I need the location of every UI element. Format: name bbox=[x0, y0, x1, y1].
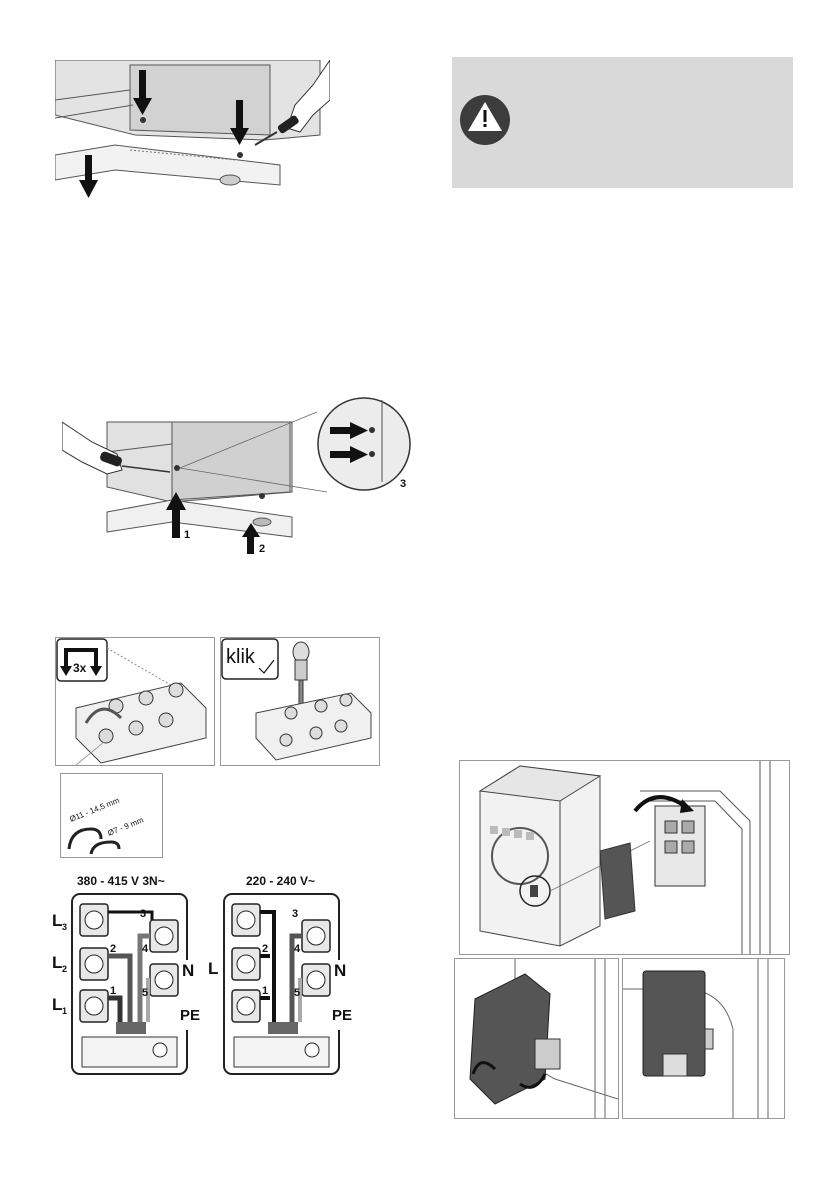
callout-2: 2 bbox=[259, 543, 265, 554]
callout-1: 1 bbox=[184, 529, 190, 541]
figure-cover-fitted bbox=[622, 958, 785, 1119]
arrow-right-icon bbox=[330, 422, 368, 463]
figure-wiring-three-phase: 380 - 415 V 3N~ 3 2 1 4 5 L 3 L 2 L 1 bbox=[52, 872, 192, 1080]
terminal-5: 5 bbox=[142, 987, 148, 999]
rotate-arrow-icon bbox=[519, 1073, 547, 1089]
label-L2-sub: 2 bbox=[62, 964, 67, 974]
bend-label: 3x bbox=[73, 661, 87, 675]
label-L1: L bbox=[52, 995, 62, 1014]
terminal-3: 3 bbox=[140, 908, 146, 920]
curved-arrow-icon bbox=[633, 795, 687, 813]
single-phase-title: 220 - 240 V~ bbox=[246, 874, 315, 888]
label-L3: L bbox=[52, 911, 62, 930]
callout-3: 3 bbox=[400, 478, 406, 490]
terminal-5: 5 bbox=[294, 987, 300, 999]
terminal-2: 2 bbox=[262, 943, 268, 955]
terminal-4: 4 bbox=[294, 943, 301, 955]
check-icon bbox=[258, 659, 275, 674]
label-N: N bbox=[334, 961, 346, 980]
wiring-three-phase-side-labels: N PE bbox=[180, 960, 206, 1030]
label-PE: PE bbox=[332, 1007, 352, 1024]
klik-label: klik bbox=[226, 646, 256, 668]
label-L: L bbox=[208, 959, 218, 978]
label-L2: L bbox=[52, 953, 62, 972]
three-phase-title: 380 - 415 V 3N~ bbox=[77, 874, 165, 888]
terminal-4: 4 bbox=[142, 943, 149, 955]
terminal-2: 2 bbox=[110, 943, 116, 955]
terminal-3: 3 bbox=[292, 908, 298, 920]
figure-wiring-single-phase: 220 - 240 V~ 3 2 1 4 5 L bbox=[208, 872, 348, 1080]
wiring-single-phase-side-labels: N PE bbox=[332, 960, 358, 1030]
label-N: N bbox=[182, 961, 194, 980]
terminal-1: 1 bbox=[262, 985, 268, 997]
warning-box bbox=[452, 57, 793, 188]
figure-attach-cover bbox=[454, 958, 619, 1119]
figure-remove-plinth bbox=[55, 60, 330, 200]
figure-terminal-klik: klik bbox=[220, 637, 380, 766]
figure-rear-cover bbox=[459, 760, 790, 955]
label-L3-sub: 3 bbox=[62, 922, 67, 932]
terminal-1: 1 bbox=[110, 985, 116, 997]
arrow-up-icon bbox=[166, 492, 260, 554]
figure-cable-diameters: Ø11 - 14,5 mm Ø7 - 9 mm bbox=[60, 773, 163, 858]
figure-terminal-bend: 3x bbox=[55, 637, 215, 766]
arrow-down-icon bbox=[79, 70, 249, 198]
label-L1-sub: 1 bbox=[62, 1006, 67, 1016]
figure-refit-plinth: 1 2 3 bbox=[62, 392, 414, 554]
label-PE: PE bbox=[180, 1007, 200, 1024]
rotate-arrow-icon bbox=[471, 1061, 497, 1075]
